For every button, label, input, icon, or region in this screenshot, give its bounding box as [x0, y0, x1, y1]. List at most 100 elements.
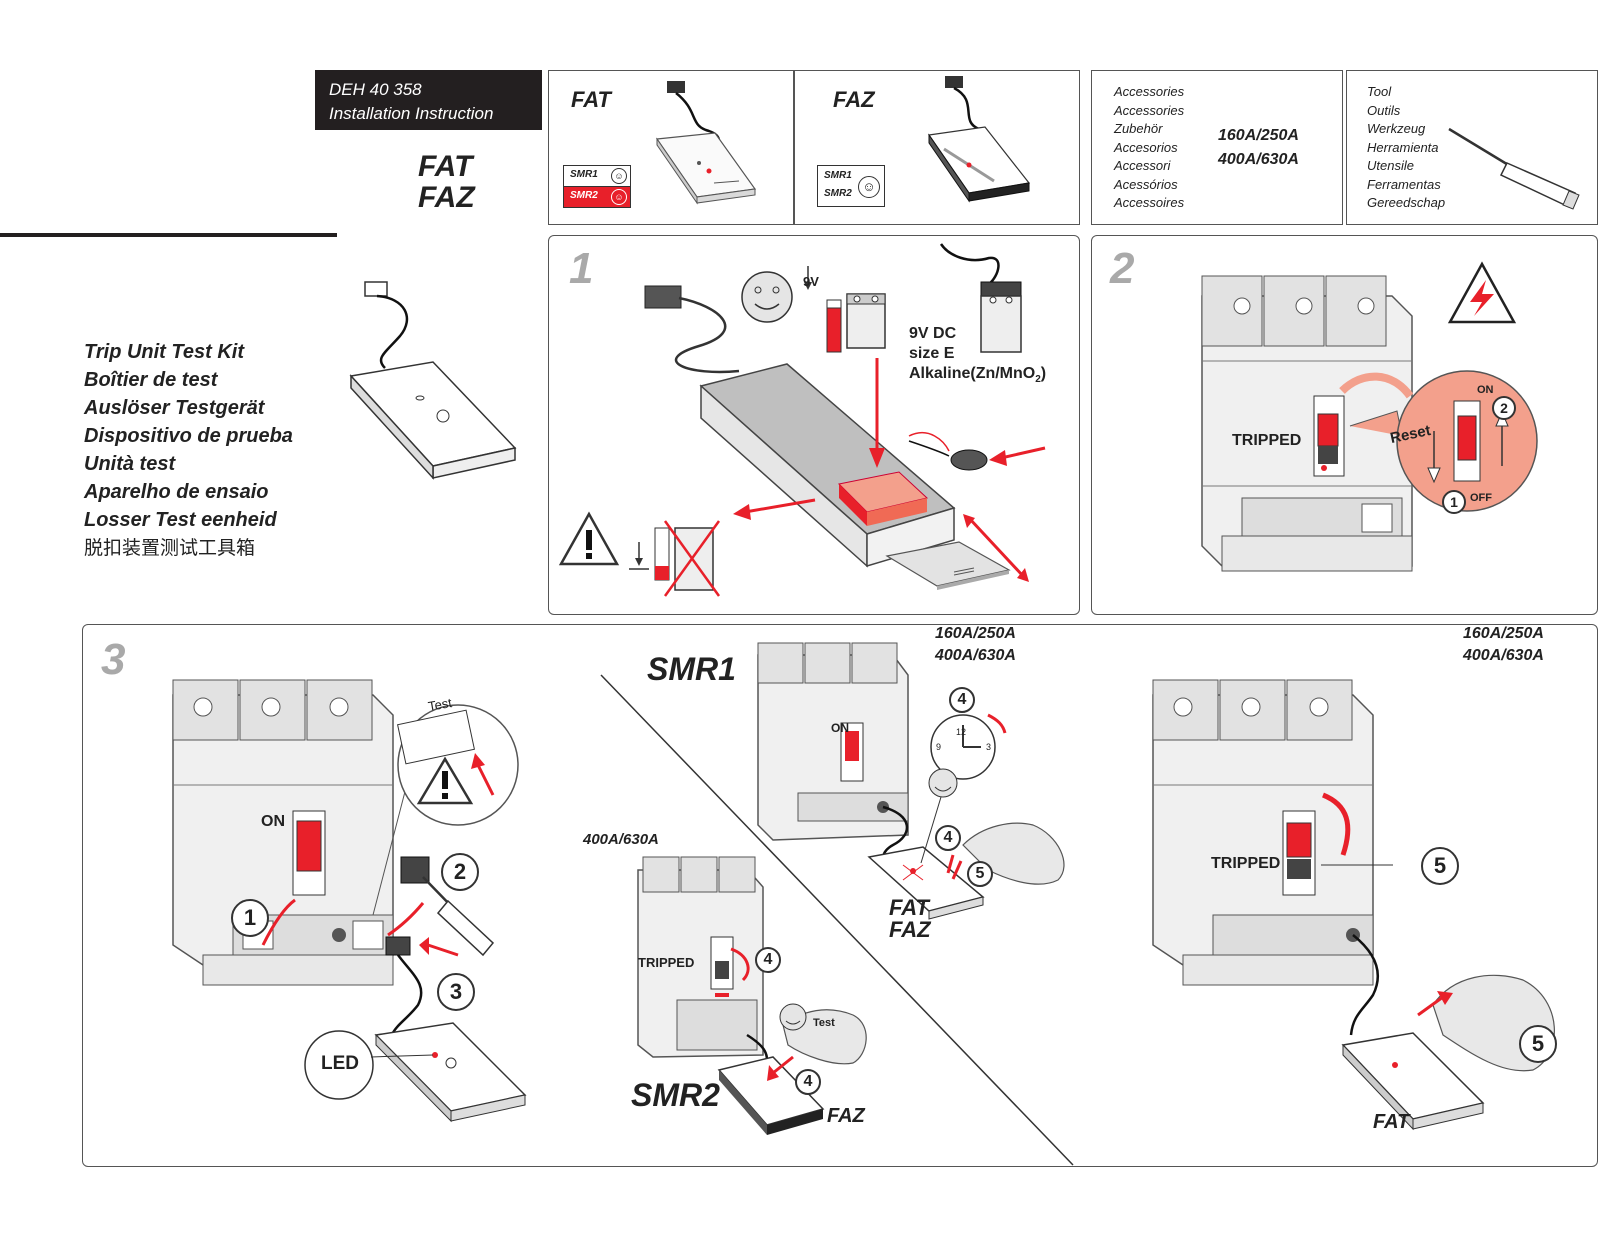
faz-label: FAZ	[833, 87, 875, 112]
battery-spec-line: Alkaline(Zn/MnO	[909, 365, 1036, 382]
smiley-icon: ☺	[611, 189, 627, 205]
title-line: Boîtier de test	[84, 369, 218, 391]
tripped-label: TRIPPED	[1232, 432, 1302, 449]
title-line: Aparelho de ensaio	[84, 481, 269, 503]
right-callout-5: 5	[1519, 1025, 1557, 1063]
product-title-fat: FAT	[418, 150, 473, 183]
fat-test-kit-illustration	[655, 76, 1031, 205]
right-rating: 400A/630A	[1463, 647, 1544, 664]
battery-spec-tail: )	[1040, 365, 1047, 382]
accessories-rating: 400A/630A	[1218, 151, 1299, 168]
smr2-tripped-label: TRIPPED	[638, 955, 695, 970]
tool-name: Gereedschap	[1367, 195, 1446, 210]
step1-panel: 1	[548, 235, 1080, 615]
title-line: Dispositivo de prueba	[84, 425, 293, 447]
callout-1: 1	[1442, 490, 1466, 514]
fat-label: FAT	[571, 87, 611, 112]
step3-panel: 3	[82, 624, 1598, 1167]
right-tripped-label: TRIPPED	[1211, 855, 1281, 872]
clock-icon	[930, 714, 996, 780]
tool-name: Utensile	[1367, 158, 1414, 173]
smr1-rating: 400A/630A	[935, 647, 1016, 664]
accessories-names: Accessories Accessories Zubehör Accesori…	[1114, 83, 1184, 213]
faz-badge-group: SMR1 SMR2 ☺	[817, 165, 885, 207]
smiley-icon	[928, 768, 958, 798]
tool-names: Tool Outils Werkzeug Herramienta Utensil…	[1367, 83, 1445, 213]
on-label: ON	[1477, 384, 1494, 396]
fat-badge-smr2: SMR2 ☺	[563, 186, 631, 208]
battery-spec-sub: 2	[1035, 374, 1041, 386]
tool-name: Herramienta	[1367, 139, 1439, 155]
tool-box: Tool Outils Werkzeug Herramienta Utensil…	[1346, 70, 1598, 225]
doc-header-block: DEH 40 358 Installation Instruction	[315, 70, 542, 130]
smiley-icon	[741, 271, 793, 323]
smr2-callout-4: 4	[795, 1069, 821, 1095]
tool-name: Outils	[1367, 102, 1401, 118]
title-line: 脱扣装置测试工具箱	[84, 537, 256, 559]
title-line: Losser Test eenheid	[84, 509, 277, 531]
smr1-callout-4: 4	[949, 687, 975, 713]
title-line: Auslöser Testgerät	[84, 397, 265, 419]
smr1-on-label: ON	[831, 721, 849, 735]
doc-title: Installation Instruction	[329, 104, 494, 123]
smr2-title: SMR2	[631, 1077, 720, 1113]
tool-name: Tool	[1367, 84, 1392, 99]
step1-illustration	[558, 243, 1046, 597]
smr2-callout-4: 4	[755, 947, 781, 973]
accessories-name: Accessori	[1114, 158, 1171, 173]
accessories-box: Accessories Accessories Zubehör Accesori…	[1091, 70, 1343, 225]
title-list: Trip Unit Test Kit Boîtier de test Auslö…	[84, 338, 293, 562]
smiley-icon: ☺	[611, 168, 627, 184]
clock-tick: 12	[956, 727, 967, 737]
screwdriver-icon	[422, 876, 495, 957]
step3-number: 3	[101, 635, 126, 684]
right-kit-label: FAT	[1373, 1111, 1410, 1133]
warning-icon	[416, 756, 474, 805]
smr2-kit-label: FAZ	[827, 1105, 865, 1127]
smiley-icon: ☺	[858, 176, 880, 198]
right-callout-5: 5	[1421, 847, 1459, 885]
off-label: OFF	[1470, 492, 1492, 504]
battery-spec-line: 9V DC	[909, 325, 957, 342]
right-rating: 160A/250A	[1463, 625, 1544, 642]
doc-number: DEH 40 358	[329, 80, 422, 99]
accessories-name: Accesorios	[1114, 139, 1178, 155]
battery-spec-line: size E	[909, 345, 955, 362]
smr2-test-label: Test	[813, 1017, 835, 1029]
smr1-kit-label: FAZ	[889, 917, 931, 942]
smr1-callout-4: 4	[935, 825, 961, 851]
accessories-rating: 160A/250A	[1218, 127, 1299, 144]
callout-2: 2	[441, 853, 479, 891]
clock-tick: 3	[986, 742, 992, 752]
accessories-name: Accessories	[1114, 102, 1185, 118]
callout-3: 3	[437, 973, 475, 1011]
step3-illustration	[172, 642, 1555, 1166]
smr2-rating: 400A/630A	[583, 831, 659, 848]
step2-number: 2	[1110, 244, 1135, 293]
accessories-name: Acessórios	[1114, 176, 1178, 192]
tool-name: Werkzeug	[1367, 121, 1426, 136]
accessories-name: Zubehör	[1114, 121, 1163, 136]
smr1-kit-label: FAT	[889, 895, 929, 920]
screwdriver-icon	[1448, 127, 1580, 210]
smr1-title: SMR1	[647, 651, 736, 687]
header-rule	[0, 233, 337, 237]
product-box: FAT FAZ SMR1 ☺ SMR2 ☺ SMR1 SMR2 ☺	[548, 70, 1080, 225]
step2-breaker-illustration	[1201, 261, 1538, 572]
callout-1: 1	[231, 899, 269, 937]
test-kit-illustration	[349, 281, 517, 480]
warning-icon	[558, 511, 620, 566]
smiley-icon	[779, 1003, 807, 1031]
voltage-label: 9V	[803, 274, 819, 289]
title-line: Trip Unit Test Kit	[84, 341, 244, 363]
title-line: Unità test	[84, 453, 176, 475]
clock-tick: 9	[936, 742, 942, 752]
smr1-rating: 160A/250A	[935, 625, 1016, 642]
led-label: LED	[321, 1053, 359, 1074]
product-title-faz: FAZ	[418, 181, 475, 214]
callout-2: 2	[1492, 396, 1516, 420]
accessories-name: Accessories	[1114, 84, 1185, 99]
electric-hazard-icon	[1447, 261, 1517, 324]
on-label: ON	[261, 813, 285, 830]
battery-icon	[846, 293, 886, 349]
